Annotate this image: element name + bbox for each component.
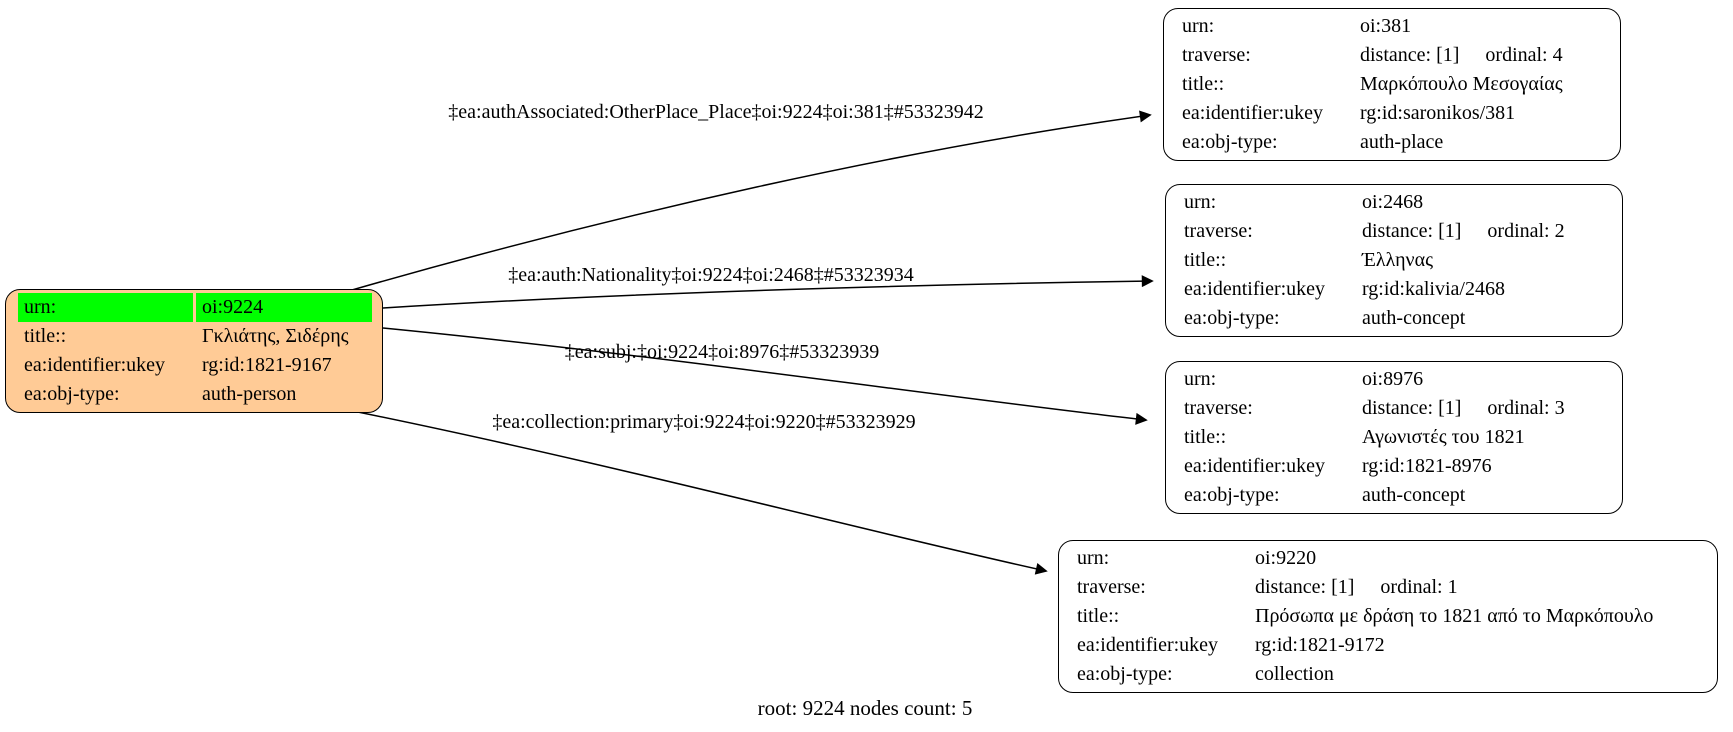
root-objtype-value: auth-person: [202, 383, 297, 405]
node-8976-identifier-value: rg:id:1821-8976: [1362, 455, 1492, 477]
node-9220-objtype-label: ea:obj-type:: [1077, 663, 1173, 685]
node-381[interactable]: urn: oi:381 traverse: distance: [1] ordin…: [1163, 8, 1621, 161]
node-9220-distance: distance: [1]: [1255, 576, 1355, 598]
node-381-title-label: title::: [1182, 73, 1225, 95]
node-8976-objtype-label: ea:obj-type:: [1184, 484, 1280, 506]
node-381-urn-value: oi:381: [1360, 15, 1412, 37]
graph-caption: root: 9224 nodes count: 5: [757, 696, 973, 720]
node-8976-traverse-label: traverse:: [1184, 397, 1253, 419]
edge-label-collection: ‡ea:collection:primary‡oi:9224‡oi:9220‡#…: [492, 411, 916, 433]
node-381-ordinal: ordinal: 4: [1485, 44, 1563, 66]
edge-label-nationality: ‡ea:auth:Nationality‡oi:9224‡oi:2468‡#53…: [508, 264, 914, 286]
root-identifier-value: rg:id:1821-9167: [202, 354, 332, 376]
root-urn-label: urn:: [18, 293, 193, 322]
node-8976[interactable]: urn: oi:8976 traverse: distance: [1] ordi…: [1165, 361, 1623, 514]
node-2468-title-value: Έλληνας: [1362, 249, 1433, 271]
node-root-9224[interactable]: urn: oi:9224 title:: Γκλιάτης, Σιδέρης e…: [5, 289, 383, 413]
root-urn-value: oi:9224: [196, 293, 372, 322]
root-identifier-label: ea:identifier:ukey: [24, 354, 166, 376]
root-objtype-row: ea:obj-type: auth-person: [6, 380, 382, 409]
node-2468-urn-value: oi:2468: [1362, 191, 1424, 213]
node-8976-ordinal: ordinal: 3: [1487, 397, 1565, 419]
node-9220-urn-label: urn:: [1077, 547, 1110, 569]
root-objtype-label: ea:obj-type:: [24, 383, 120, 405]
root-title-row: title:: Γκλιάτης, Σιδέρης: [6, 322, 382, 351]
node-381-objtype-value: auth-place: [1360, 131, 1444, 153]
node-381-identifier-value: rg:id:saronikos/381: [1360, 102, 1516, 124]
node-9220-title-value: Πρόσωπα με δράση το 1821 από το Μαρκόπου…: [1255, 605, 1654, 627]
node-2468-identifier-value: rg:id:kalivia/2468: [1362, 278, 1505, 300]
node-2468-ordinal: ordinal: 2: [1487, 220, 1565, 242]
node-8976-objtype-value: auth-concept: [1362, 484, 1466, 506]
node-381-distance: distance: [1]: [1360, 44, 1460, 66]
node-2468-urn-label: urn:: [1184, 191, 1217, 213]
node-8976-urn-label: urn:: [1184, 368, 1217, 390]
node-2468-traverse-label: traverse:: [1184, 220, 1253, 242]
node-9220-traverse-label: traverse:: [1077, 576, 1146, 598]
node-8976-title-label: title::: [1184, 426, 1227, 448]
node-2468-identifier-label: ea:identifier:ukey: [1184, 278, 1326, 300]
node-2468-objtype-value: auth-concept: [1362, 307, 1466, 329]
root-title-value: Γκλιάτης, Σιδέρης: [202, 325, 349, 347]
node-2468-title-label: title::: [1184, 249, 1227, 271]
edge-collection-arrow: [347, 409, 1048, 575]
node-9220-urn-value: oi:9220: [1255, 547, 1317, 569]
node-9220[interactable]: urn: oi:9220 traverse: distance: [1] ordi…: [1058, 540, 1718, 693]
node-2468-objtype-label: ea:obj-type:: [1184, 307, 1280, 329]
node-381-identifier-label: ea:identifier:ukey: [1182, 102, 1324, 124]
node-9220-identifier-value: rg:id:1821-9172: [1255, 634, 1385, 656]
node-8976-identifier-label: ea:identifier:ukey: [1184, 455, 1326, 477]
node-9220-objtype-value: collection: [1255, 663, 1334, 685]
node-9220-title-label: title::: [1077, 605, 1120, 627]
root-urn-row: urn: oi:9224: [6, 293, 382, 322]
edge-nationality-arrow: [382, 275, 1154, 309]
node-8976-distance: distance: [1]: [1362, 397, 1462, 419]
node-381-urn-label: urn:: [1182, 15, 1215, 37]
edge-label-authassociated: ‡ea:authAssociated:OtherPlace_Place‡oi:9…: [448, 101, 984, 123]
node-2468-distance: distance: [1]: [1362, 220, 1462, 242]
node-2468[interactable]: urn: oi:2468 traverse: distance: [1] ordi…: [1165, 184, 1623, 337]
node-9220-identifier-label: ea:identifier:ukey: [1077, 634, 1219, 656]
node-381-traverse-label: traverse:: [1182, 44, 1251, 66]
node-8976-urn-value: oi:8976: [1362, 368, 1424, 390]
edge-label-subj: ‡ea:subj:‡oi:9224‡oi:8976‡#53323939: [564, 341, 880, 363]
node-381-objtype-label: ea:obj-type:: [1182, 131, 1278, 153]
edge-subj-arrow: [382, 327, 1148, 425]
node-9220-ordinal: ordinal: 1: [1380, 576, 1458, 598]
root-identifier-row: ea:identifier:ukey rg:id:1821-9167: [6, 351, 382, 380]
edge-authassociated-arrow: [351, 110, 1152, 291]
node-8976-title-value: Αγωνιστές του 1821: [1362, 426, 1525, 448]
node-381-title-value: Μαρκόπουλο Μεσογαίας: [1360, 73, 1563, 95]
root-title-label: title::: [24, 325, 67, 347]
